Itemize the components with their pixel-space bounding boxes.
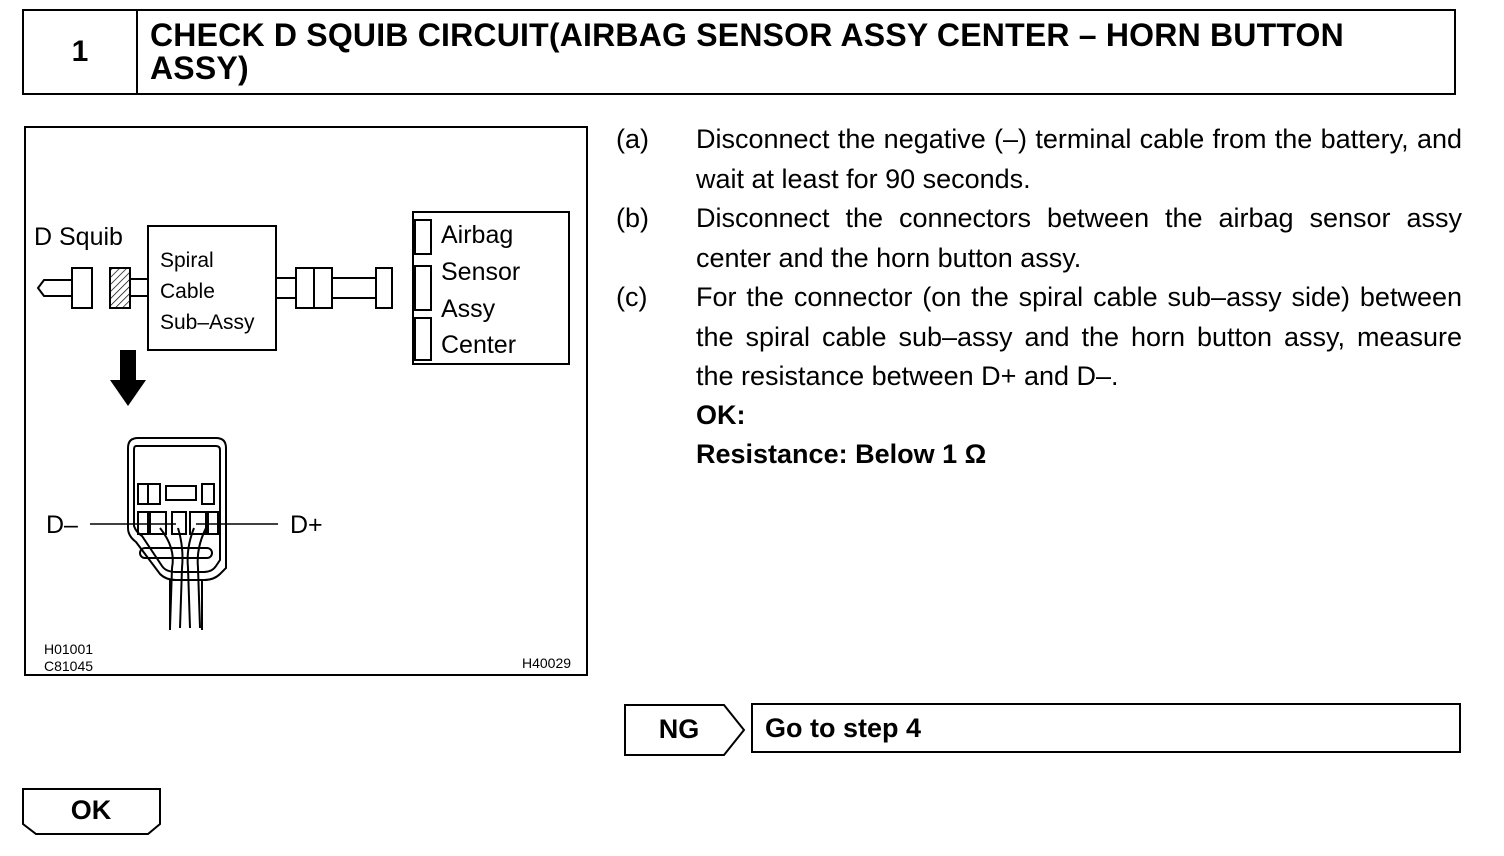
spiral-cable-box	[147, 225, 277, 351]
step-header: 1 CHECK D SQUIB CIRCUIT(AIRBAG SENSOR AS…	[22, 9, 1456, 95]
airbag-sensor-box	[412, 211, 570, 365]
ng-action: Go to step 4	[751, 703, 1461, 753]
spiral-cable-line1: Spiral	[160, 249, 214, 272]
d-squib-label: D Squib	[34, 223, 123, 251]
code-h40029: H40029	[522, 655, 571, 671]
d-minus-label: D–	[46, 511, 78, 539]
ok-label: OK	[70, 794, 112, 825]
step-b: (b) Disconnect the connectors between th…	[616, 199, 1462, 278]
step-a-letter: (a)	[616, 124, 649, 154]
airbag-sensor-line1: Airbag	[441, 221, 513, 249]
step-c: (c) For the connector (on the spiral cab…	[616, 278, 1462, 397]
airbag-sensor-line3: Assy	[441, 295, 496, 323]
ok-criteria-label: OK:	[696, 400, 746, 430]
down-arrow-icon	[110, 350, 146, 406]
sensor-tabs	[414, 219, 432, 361]
ok-shape	[22, 788, 161, 835]
connector-face	[127, 437, 227, 630]
resistance-spec: Resistance: Below 1 Ω	[696, 439, 987, 469]
diagram-svg: D Squib Spiral Cable Sub–Assy	[34, 211, 571, 674]
spiral-cable-line2: Cable	[160, 280, 215, 303]
code-c81045: C81045	[44, 658, 93, 674]
sensor-connector	[276, 267, 393, 309]
squib-connector	[36, 267, 148, 309]
step-c-text: For the connector (on the spiral cable s…	[696, 282, 1462, 391]
ng-arrow-shape	[624, 704, 746, 756]
step-a: (a) Disconnect the negative (–) terminal…	[616, 120, 1462, 199]
d-plus-label: D+	[290, 511, 323, 539]
step-b-letter: (b)	[616, 203, 649, 233]
instruction-steps: (a) Disconnect the negative (–) terminal…	[616, 120, 1462, 469]
code-h01001: H01001	[44, 641, 93, 657]
step-title: CHECK D SQUIB CIRCUIT(AIRBAG SENSOR ASSY…	[150, 17, 1344, 86]
step-a-text: Disconnect the negative (–) terminal cab…	[696, 124, 1462, 194]
step-b-text: Disconnect the connectors between the ai…	[696, 203, 1462, 273]
step-c-letter: (c)	[616, 282, 648, 312]
ng-label: NG	[658, 713, 700, 744]
step-number: 1	[24, 11, 138, 93]
spiral-cable-line3: Sub–Assy	[160, 311, 255, 334]
airbag-sensor-line4: Center	[441, 331, 516, 359]
airbag-sensor-line2: Sensor	[441, 258, 520, 286]
connector-diagram: D Squib Spiral Cable Sub–Assy	[24, 126, 588, 676]
